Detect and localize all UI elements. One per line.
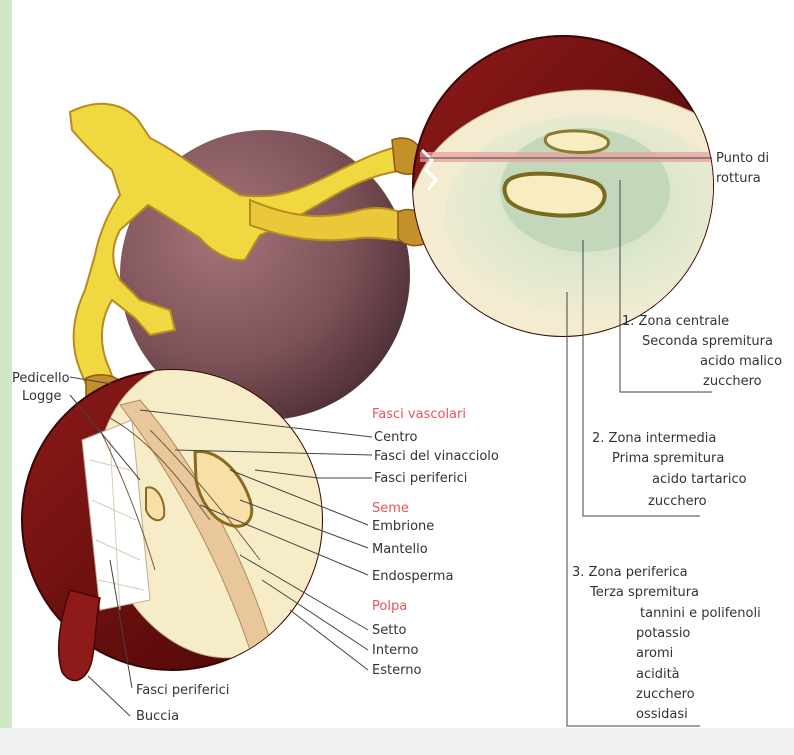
label-zucchero-2: zucchero	[648, 494, 707, 509]
label-aromi: aromi	[636, 646, 673, 661]
left-edge-strip	[0, 0, 12, 755]
label-logge: Logge	[22, 389, 61, 404]
label-potassio: potassio	[636, 626, 690, 641]
label-endosperma: Endosperma	[372, 569, 453, 584]
label-fasci-vascolari: Fasci vascolari	[372, 407, 466, 422]
label-seconda-spremitura: Seconda spremitura	[642, 334, 773, 349]
label-punto-rottura-2: rottura	[716, 171, 761, 186]
label-acidita: acidità	[636, 667, 680, 682]
label-zucchero-3: zucchero	[636, 687, 695, 702]
label-terza-spremitura: Terza spremitura	[589, 585, 699, 600]
label-buccia: Buccia	[136, 709, 179, 724]
label-zucchero-1: zucchero	[703, 374, 762, 389]
label-setto: Setto	[372, 623, 406, 638]
label-seme: Seme	[372, 501, 409, 516]
label-fasci-vinacciolo: Fasci del vinacciolo	[374, 449, 499, 464]
label-acido-malico: acido malico	[700, 354, 782, 369]
label-punto-rottura-1: Punto di	[716, 151, 769, 166]
label-zona-periferica: 3. Zona periferica	[572, 565, 688, 580]
label-zona-centrale: 1. Zona centrale	[622, 314, 729, 329]
label-fasci-periferici-2: Fasci periferici	[136, 683, 229, 698]
label-ossidasi: ossidasi	[636, 707, 688, 722]
label-zona-intermedia: 2. Zona intermedia	[592, 431, 716, 446]
right-grape-section	[410, 36, 770, 340]
label-tannini: tannini e polifenoli	[640, 606, 761, 621]
label-embrione: Embrione	[372, 519, 434, 534]
label-acido-tartarico: acido tartarico	[652, 472, 747, 487]
label-polpa: Polpa	[372, 599, 407, 614]
bottom-band	[0, 728, 794, 755]
label-mantello: Mantello	[372, 542, 428, 557]
label-fasci-periferici-1: Fasci periferici	[374, 471, 467, 486]
label-pedicello: Pedicello	[12, 371, 70, 386]
label-centro: Centro	[374, 430, 417, 445]
label-interno: Interno	[372, 643, 419, 658]
label-prima-spremitura: Prima spremitura	[612, 451, 724, 466]
label-esterno: Esterno	[372, 663, 421, 678]
